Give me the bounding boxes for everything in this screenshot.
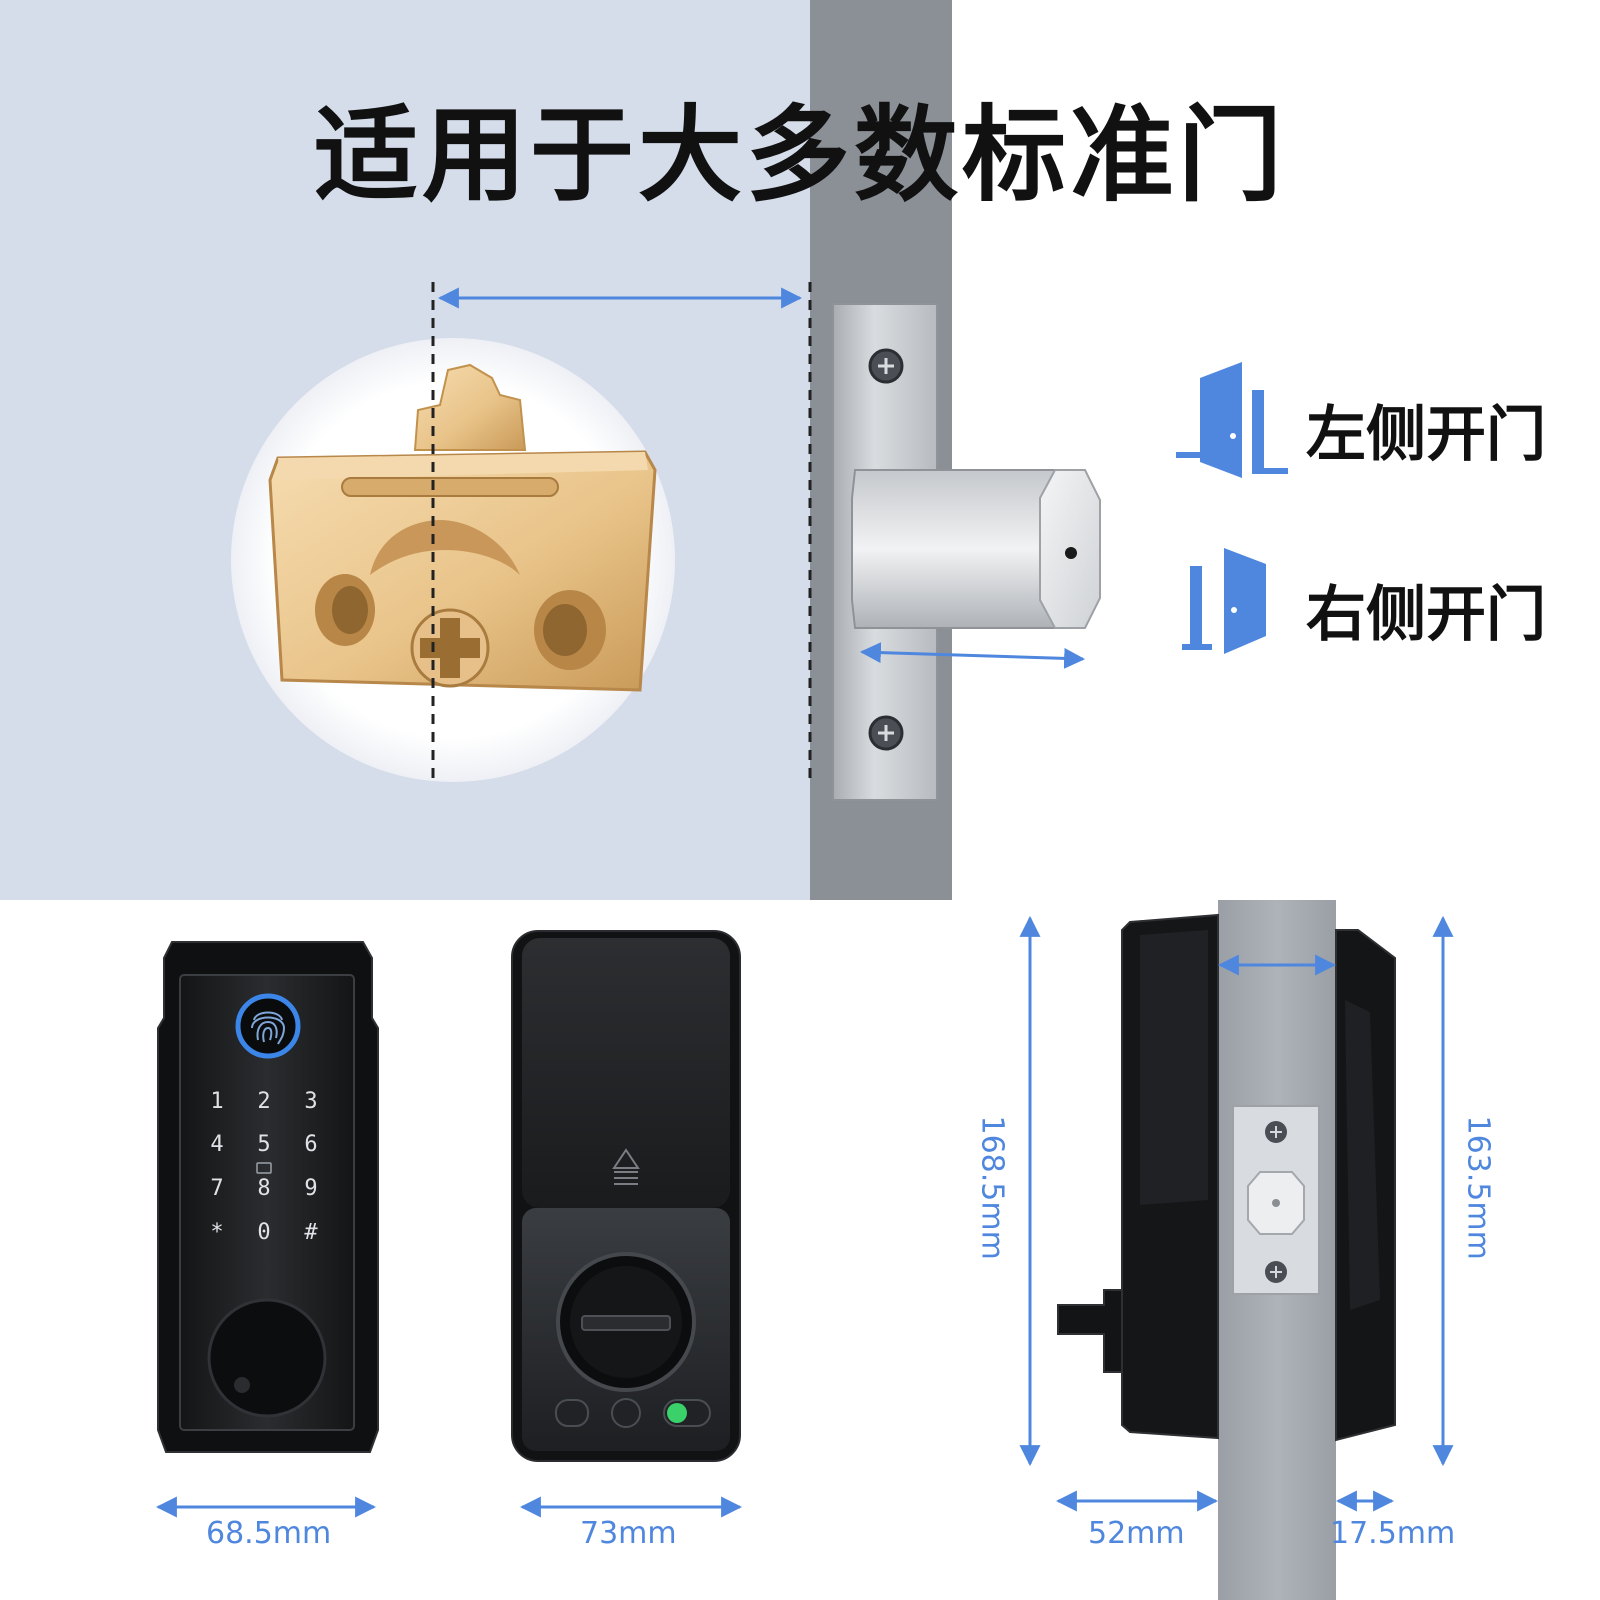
side-installed-view <box>1057 900 1396 1600</box>
key-8[interactable]: 8 <box>257 1176 270 1201</box>
key-9[interactable]: 9 <box>304 1176 317 1201</box>
inner-depth-label: 17.5mm <box>1330 1516 1456 1551</box>
battery-cover-arrow-icon <box>612 1148 640 1185</box>
deadbolt <box>851 469 1101 629</box>
setup-button[interactable] <box>555 1399 589 1427</box>
key-4[interactable]: 4 <box>210 1132 223 1157</box>
brass-latch <box>268 363 657 692</box>
door-option-left: 左侧开门 <box>1172 360 1572 480</box>
key-star[interactable]: * <box>210 1220 223 1245</box>
page-title: 适用于大多数标准门 <box>313 94 1286 216</box>
key-7[interactable]: 7 <box>210 1176 223 1201</box>
fingerprint-icon <box>251 1011 286 1045</box>
front-width-label: 68.5mm <box>206 1516 332 1551</box>
right-open-door-icon <box>1182 548 1266 654</box>
front-keypad-view: 1 2 3 4 5 6 7 8 9 * 0 # <box>157 941 379 1453</box>
thumb-turn[interactable] <box>581 1315 671 1331</box>
keypad: 1 2 3 4 5 6 7 8 9 * 0 # <box>210 1089 318 1245</box>
key-hash[interactable]: # <box>304 1220 318 1245</box>
faceplate-screw-bottom <box>868 715 904 751</box>
key-1[interactable]: 1 <box>210 1089 223 1114</box>
exterior-thumb-lever <box>1057 1289 1123 1373</box>
installed-screw-top <box>1265 1121 1287 1143</box>
outer-depth-label: 52mm <box>1088 1516 1185 1551</box>
card-reader-icon <box>256 1162 272 1174</box>
door-option-left-label: 左侧开门 <box>1306 400 1546 470</box>
key-6[interactable]: 6 <box>304 1132 317 1157</box>
door-option-right-label: 右侧开门 <box>1306 580 1546 650</box>
bolt-throw-arrow <box>859 642 1086 669</box>
door-option-right: 右侧开门 <box>1172 540 1572 660</box>
back-width-label: 73mm <box>580 1516 677 1551</box>
back-height-label: 163.5mm <box>1460 1115 1496 1260</box>
keyhole-icon <box>234 1377 250 1393</box>
key-5[interactable]: 5 <box>257 1132 270 1157</box>
faceplate-screw-top <box>868 348 904 384</box>
latch-illustration <box>231 282 1101 801</box>
fingerprint-sensor[interactable] <box>235 993 301 1059</box>
installed-screw-bottom <box>1265 1261 1287 1283</box>
back-interior-view <box>511 930 741 1462</box>
key-cylinder[interactable] <box>207 1298 327 1418</box>
front-height-label: 168.5mm <box>974 1115 1010 1260</box>
key-0[interactable]: 0 <box>257 1220 270 1245</box>
left-open-door-icon <box>1176 362 1288 478</box>
key-2[interactable]: 2 <box>257 1089 270 1114</box>
key-3[interactable]: 3 <box>304 1089 317 1114</box>
reset-button[interactable] <box>611 1398 641 1428</box>
